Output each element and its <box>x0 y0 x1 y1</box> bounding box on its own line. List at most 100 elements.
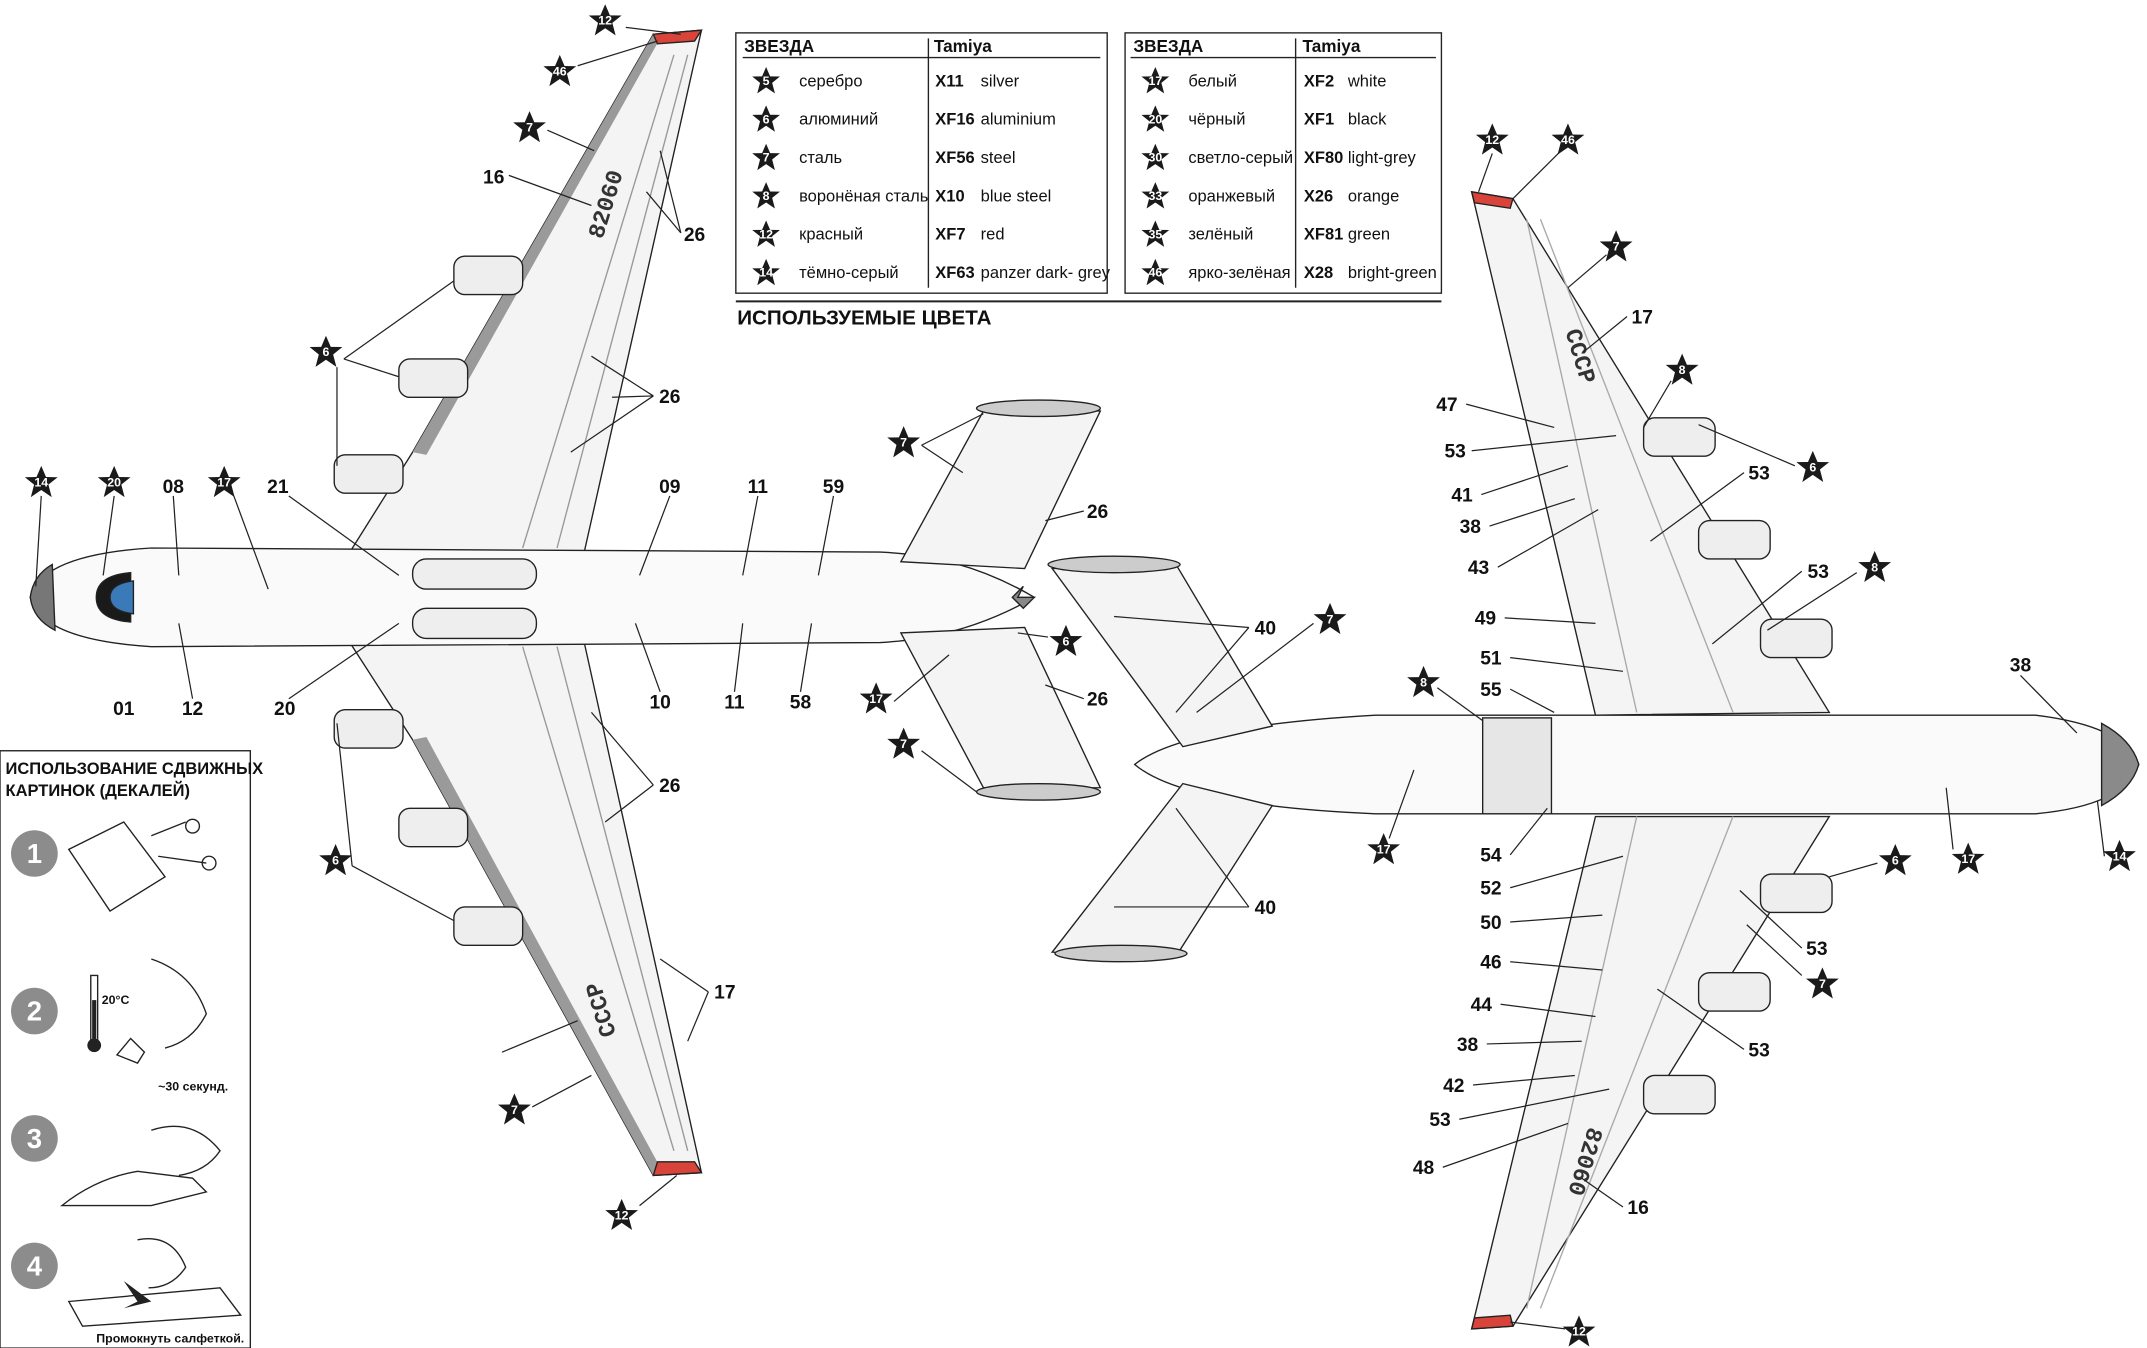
leader-line <box>742 495 759 576</box>
part-number-label: 17 <box>1632 307 1653 328</box>
tamiya-code: X28 <box>1304 264 1333 282</box>
callout-star-number: 20 <box>107 475 121 489</box>
colors-caption: ИСПОЛЬЗУЕМЫЕ ЦВЕТА <box>737 307 991 330</box>
part-number-label: 46 <box>1480 953 1501 974</box>
leader-line <box>687 991 709 1042</box>
leader-line <box>351 865 455 922</box>
leader-line <box>1767 572 1858 631</box>
tamiya-code: XF2 <box>1304 72 1334 90</box>
leader-line <box>547 129 595 152</box>
leader-line <box>172 495 180 576</box>
leader-line <box>35 495 42 587</box>
paint-callout-star: 8 <box>1858 550 1892 583</box>
leader-line <box>590 712 654 786</box>
leader-line <box>1436 687 1484 722</box>
leader-line <box>1945 787 1954 850</box>
leader-line <box>921 750 977 793</box>
part-number-label: 53 <box>1806 939 1827 960</box>
part-number-label: 53 <box>1429 1110 1450 1131</box>
top-view-aircraft <box>29 29 1102 1177</box>
paint-number: 33 <box>1148 189 1162 203</box>
tamiya-name: steel <box>981 149 1016 167</box>
tamiya-code: XF80 <box>1304 149 1343 167</box>
leader-line <box>1512 150 1562 200</box>
part-number-label: 42 <box>1443 1076 1464 1097</box>
paint-name: сталь <box>799 149 842 167</box>
leader-line <box>1510 656 1624 672</box>
leader-line <box>659 150 682 234</box>
callout-star-number: 14 <box>2113 849 2127 863</box>
paint-callout-star: 20 <box>97 465 131 498</box>
leader-line <box>1657 988 1745 1050</box>
leader-line <box>570 395 654 453</box>
leader-line <box>1510 914 1603 923</box>
part-number-label: 26 <box>659 776 680 797</box>
part-number-label: 26 <box>684 225 705 246</box>
leader-line <box>612 395 654 398</box>
leader-line <box>1510 961 1603 971</box>
callout-star-number: 46 <box>1561 133 1575 147</box>
leader-line <box>531 1074 592 1108</box>
callout-star-number: 6 <box>1892 853 1899 867</box>
paint-callout-star: 7 <box>1313 602 1347 635</box>
paint-callout-star: 7 <box>498 1093 531 1125</box>
paint-name: серебро <box>799 72 862 90</box>
paint-callout-star: 7 <box>887 727 921 759</box>
leader-line <box>1581 1177 1624 1208</box>
part-number-label: 08 <box>163 477 185 498</box>
tamiya-code: X26 <box>1304 187 1333 205</box>
leader-line <box>1045 510 1084 522</box>
paint-name: белый <box>1188 72 1237 90</box>
part-number-label: 50 <box>1480 913 1501 934</box>
part-number-label: 12 <box>182 699 203 720</box>
part-number-label: 38 <box>2010 655 2032 676</box>
svg-text:1: 1 <box>27 838 42 869</box>
paint-callout-star: 7 <box>1806 967 1839 999</box>
part-number-label: 49 <box>1475 609 1496 630</box>
part-number-label: 01 <box>113 699 135 720</box>
tamiya-code: XF7 <box>935 226 965 244</box>
part-number-label: 40 <box>1255 898 1276 919</box>
paint-number: 30 <box>1148 151 1162 165</box>
leader-line <box>1489 498 1576 527</box>
paint-name: воронёная сталь <box>799 187 928 205</box>
paint-callout-star: 17 <box>1367 833 1401 865</box>
leader-line <box>1567 254 1607 289</box>
part-number-label: 09 <box>659 477 680 498</box>
paint-callout-star: 6 <box>1049 624 1083 657</box>
paint-callout-star: 6 <box>1878 844 1912 876</box>
tamiya-name: black <box>1348 111 1387 129</box>
paint-callout-star: 8 <box>1407 665 1440 698</box>
paint-callout-star: 14 <box>24 465 58 498</box>
table-right-alt: Tamiya <box>1303 36 1361 56</box>
part-number-label: 53 <box>1808 562 1829 583</box>
tamiya-name: white <box>1347 72 1387 90</box>
paint-callout-star: 17 <box>859 682 893 714</box>
part-number-label: 40 <box>1255 618 1276 639</box>
paint-callout-star: 17 <box>207 465 241 498</box>
leader-line <box>1472 1074 1575 1086</box>
leader-line <box>2096 801 2105 857</box>
part-number-label: 16 <box>483 168 504 189</box>
leader-line <box>1459 1088 1610 1120</box>
paint-callout-star: 17 <box>1951 842 1985 874</box>
decal-step-4: 4 Промокнуть салфеткой. <box>11 1238 244 1346</box>
leader-line <box>1045 684 1085 700</box>
leader-line <box>799 623 813 692</box>
tamiya-name: blue steel <box>981 187 1052 205</box>
part-number-label: 44 <box>1471 995 1493 1016</box>
part-number-label: 11 <box>748 477 769 498</box>
paint-name: красный <box>799 226 863 244</box>
decal-step-3: 3 <box>11 1115 221 1207</box>
tamiya-code: X11 <box>935 72 963 90</box>
leader-line <box>1510 1321 1566 1330</box>
blot-note: Промокнуть салфеткой. <box>96 1332 244 1346</box>
leader-line <box>1017 632 1049 638</box>
callout-star-number: 7 <box>900 436 907 450</box>
tamiya-code: XF1 <box>1304 111 1334 129</box>
